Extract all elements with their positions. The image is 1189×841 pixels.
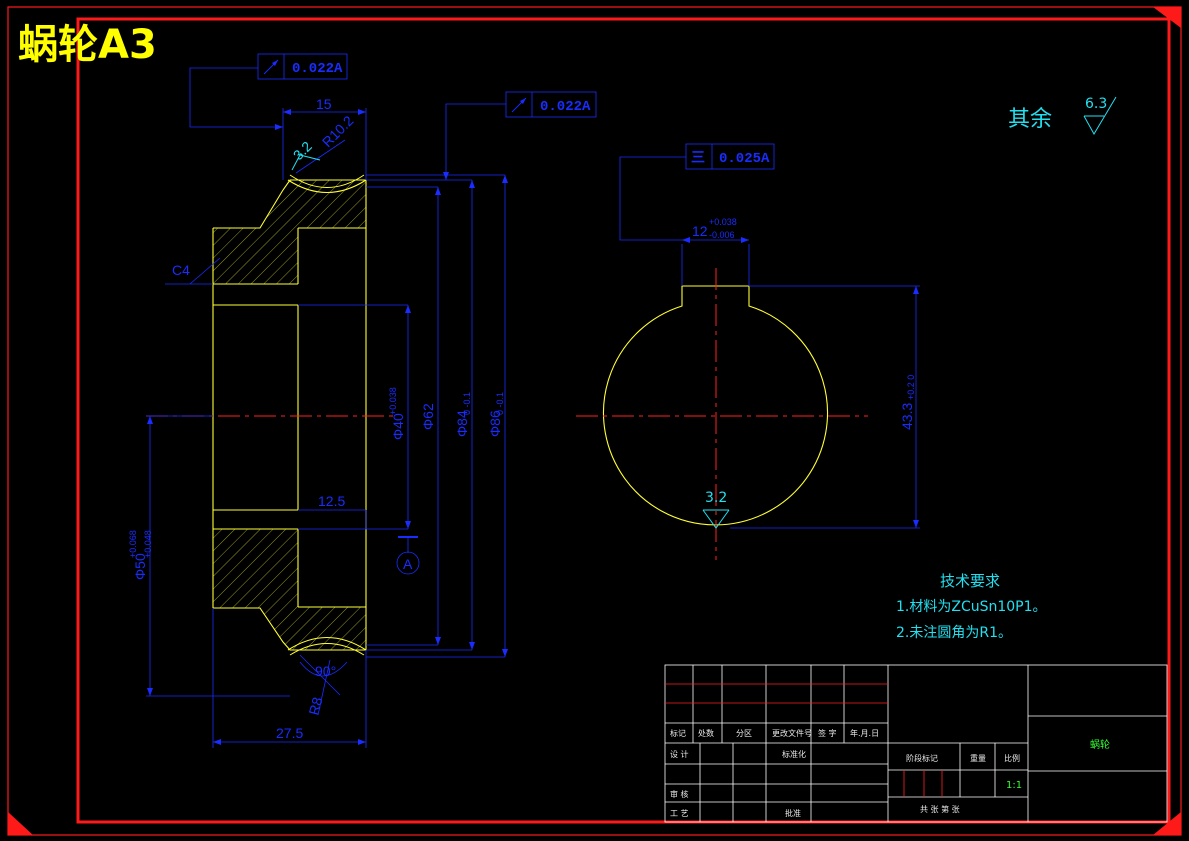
corner-mark-br [1153, 812, 1181, 835]
svg-text:更改文件号: 更改文件号 [772, 728, 812, 738]
end-view [576, 268, 868, 560]
svg-text:技术要求: 技术要求 [940, 572, 1000, 590]
dim-r8: R8 [305, 695, 325, 717]
dim-d50: Φ50 [132, 553, 148, 580]
svg-text:1:1: 1:1 [1006, 780, 1022, 791]
drawing-title: 蜗轮A3 [18, 22, 157, 68]
roughness-symbol-rim [291, 154, 321, 171]
svg-text:A: A [761, 151, 770, 167]
svg-text:3.2: 3.2 [705, 490, 727, 506]
svg-text:签 字: 签 字 [818, 728, 837, 738]
svg-text:分区: 分区 [736, 729, 752, 738]
dim-d62: Φ62 [420, 403, 436, 430]
arrowheads [147, 109, 508, 745]
svg-text:A: A [582, 99, 591, 115]
outer-frame [7, 6, 1182, 836]
dim-key-width: 12 [692, 223, 708, 239]
dim-bore: Φ40 [390, 413, 406, 440]
svg-text:年.月.日: 年.月.日 [850, 728, 879, 738]
dim-key-tol-up: +0.038 [709, 217, 737, 227]
dim-chamfer: C4 [172, 262, 190, 278]
dim-d86-tol: 0 -0.1 [495, 392, 505, 415]
throat-arc-bottom [287, 636, 367, 651]
svg-text:6.3: 6.3 [1085, 96, 1107, 112]
section-dimensions [146, 67, 506, 748]
dim-key-depth-tol: +0.2 0 [906, 375, 916, 400]
svg-text:1.材料为ZCuSn10P1。: 1.材料为ZCuSn10P1。 [896, 599, 1047, 615]
throat-arc-top-inner [289, 174, 365, 188]
svg-text:批准: 批准 [785, 808, 801, 818]
svg-text:三: 三 [691, 151, 705, 167]
dim-bore-tol: +0.038 [388, 387, 398, 415]
dim-key-depth: 43.3 [899, 403, 915, 430]
svg-text:0.022: 0.022 [292, 61, 334, 77]
inner-frame [76, 17, 1171, 824]
svg-text:重量: 重量 [970, 753, 986, 763]
hub-circle-with-keyway [602, 285, 829, 526]
svg-text:A: A [403, 556, 413, 572]
svg-text:审 核: 审 核 [670, 789, 689, 799]
dim-roughness-rim: 3.2 [290, 138, 315, 163]
tolerance-frame-keyway: 三 0.025 A [685, 143, 775, 170]
svg-text:设 计: 设 计 [670, 749, 689, 759]
end-view-dimensions [619, 156, 920, 529]
hatch-upper [213, 180, 366, 284]
svg-text:2.未注圆角为R1。: 2.未注圆角为R1。 [896, 625, 1012, 641]
roughness-symbol-key: 3.2 [702, 490, 730, 529]
dim-width-top: 15 [316, 96, 332, 112]
section-view [146, 174, 395, 656]
dim-d84: Φ84 [454, 410, 470, 437]
hatch-lower [213, 529, 366, 650]
dim-d86: Φ86 [487, 410, 503, 437]
dim-hub-width: 12.5 [318, 493, 345, 509]
svg-text:共 张 第 张: 共 张 第 张 [920, 804, 960, 814]
surface-roughness-note: 其余 6.3 [1008, 96, 1117, 136]
dim-key-tol-lo: -0.006 [709, 230, 735, 240]
dim-d50-tol-lo: +0.048 [143, 530, 153, 558]
svg-text:标准化: 标准化 [782, 749, 806, 759]
svg-text:蜗轮: 蜗轮 [1090, 738, 1110, 751]
tolerance-frame-top-middle: 0.022 A [505, 91, 597, 118]
part-outline [212, 179, 367, 651]
datum-symbol: A [396, 536, 420, 575]
svg-text:0.022: 0.022 [540, 99, 582, 115]
dim-d50-tol-up: +0.068 [128, 530, 138, 558]
svg-text:其余: 其余 [1008, 107, 1052, 132]
svg-text:工 艺: 工 艺 [670, 809, 689, 818]
dim-angle: 90° [315, 663, 336, 679]
title-block: 标记 处数 分区 更改文件号 签 字 年.月.日 设 计 标准化 阶段标记 重量… [664, 664, 1168, 823]
throat-arc-bottom-inner [289, 643, 365, 656]
svg-text:比例: 比例 [1004, 753, 1020, 763]
corner-mark-tr [1153, 7, 1181, 28]
end-view-arrows [682, 237, 919, 528]
svg-text:阶段标记: 阶段标记 [906, 753, 938, 763]
tolerance-frame-top-left: 0.022 A [257, 53, 348, 80]
throat-arc-top [287, 179, 367, 194]
corner-mark-bl [8, 812, 33, 835]
svg-text:0.025: 0.025 [719, 151, 761, 167]
tech-requirements: 技术要求 1.材料为ZCuSn10P1。 2.未注圆角为R1。 [896, 572, 1047, 641]
svg-text:A: A [334, 61, 343, 77]
svg-text:标记: 标记 [670, 728, 686, 738]
svg-text:处数: 处数 [698, 728, 714, 738]
dim-width-bottom: 27.5 [276, 725, 303, 741]
dim-d84-tol: 0 -0.1 [462, 392, 472, 415]
